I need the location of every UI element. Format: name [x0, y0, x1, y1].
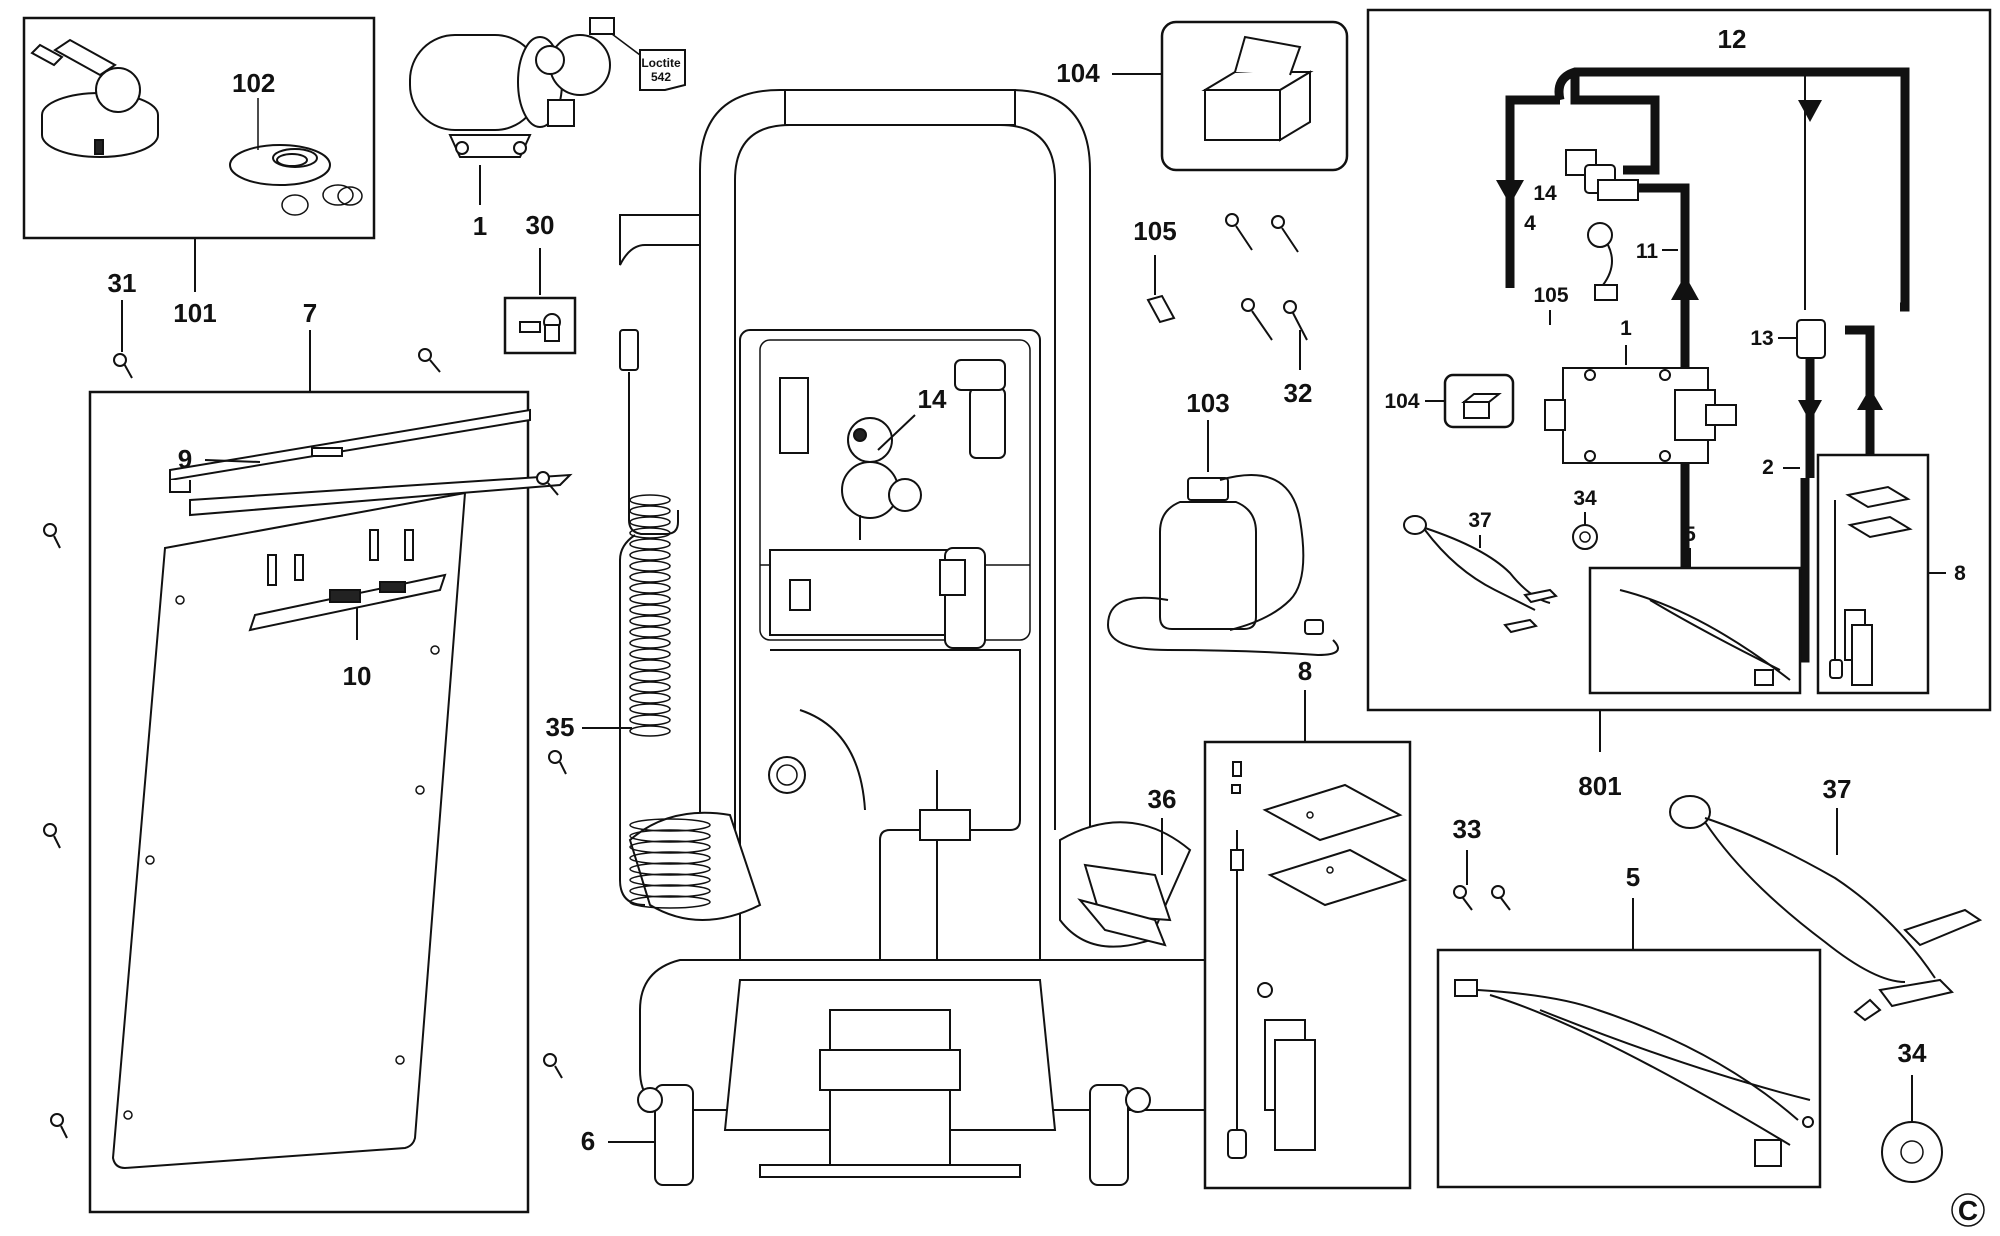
- seal-kit-part: [229, 144, 363, 216]
- label-10: 10: [343, 661, 372, 691]
- label-34-schematic: 34: [1573, 487, 1597, 510]
- flow-arrow-up-8: [1857, 388, 1883, 410]
- hose-coil: [629, 560, 671, 572]
- lock-part-30: [503, 296, 577, 355]
- hose-coil: [629, 538, 671, 550]
- hose-coil: [629, 505, 671, 517]
- panel-7-box: [88, 390, 573, 1214]
- label-2: 2: [1762, 456, 1774, 479]
- loctite-tag: Loctite 542: [611, 33, 686, 91]
- hose-coil-lower: [629, 851, 711, 865]
- hose-coil-lower: [629, 818, 711, 832]
- loctite-label: Loctite: [641, 56, 681, 70]
- label-33: 33: [1453, 814, 1482, 844]
- hose-coil: [629, 670, 671, 682]
- flow-arrow-down-2: [1798, 400, 1822, 422]
- hose-coil-lower: [629, 840, 711, 854]
- label-37-main: 37: [1823, 774, 1852, 804]
- hose-coil-lower: [629, 829, 711, 843]
- hose-coil-lower: [629, 873, 711, 887]
- hose-coil: [629, 714, 671, 726]
- label-102: 102: [232, 68, 275, 98]
- label-103: 103: [1186, 388, 1229, 418]
- flow-arrow-up-11: [1671, 275, 1699, 300]
- copyright-mark: C: [1951, 1193, 1985, 1227]
- pin-105: [1146, 294, 1176, 324]
- label-35: 35: [546, 712, 575, 742]
- hose-coil: [629, 681, 671, 693]
- label-34-main: 34: [1898, 1038, 1927, 1068]
- label-801: 801: [1578, 771, 1621, 801]
- harness-5-box: [1436, 948, 1822, 1189]
- label-8-main: 8: [1298, 656, 1312, 686]
- label-32: 32: [1284, 378, 1313, 408]
- hose-coil: [629, 615, 671, 627]
- washer-34: [1881, 1121, 1943, 1183]
- hose-coil-lower: [629, 884, 711, 898]
- label-1: 1: [473, 211, 487, 241]
- label-4: 4: [1524, 212, 1536, 235]
- label-7: 7: [303, 298, 317, 328]
- label-31: 31: [108, 268, 137, 298]
- label-101: 101: [173, 298, 216, 328]
- label-5-schematic: 5: [1684, 523, 1696, 546]
- panel-screws: [43, 348, 567, 1139]
- copyright-letter: C: [1958, 1195, 1978, 1226]
- hose-coil: [629, 659, 671, 671]
- hose-coil: [629, 725, 671, 737]
- hose-coil-lower: [629, 862, 711, 876]
- label-8-schematic: 8: [1954, 562, 1966, 585]
- label-36: 36: [1148, 784, 1177, 814]
- label-104-schematic: 104: [1384, 390, 1419, 413]
- hose-coil: [629, 494, 671, 506]
- label-11: 11: [1636, 240, 1659, 263]
- label-37-schematic: 37: [1468, 509, 1491, 532]
- label-6: 6: [581, 1126, 595, 1156]
- hose-coil: [629, 604, 671, 616]
- hose-coil: [629, 549, 671, 561]
- label-14-main: 14: [918, 384, 947, 414]
- screws-33: [1453, 885, 1511, 911]
- hose-coil: [629, 626, 671, 638]
- pump-assembly-1: [409, 17, 615, 158]
- label-5-main: 5: [1626, 862, 1640, 892]
- loctite-number: 542: [651, 70, 671, 84]
- hose-coil: [629, 703, 671, 715]
- coupling-part: [30, 38, 159, 158]
- screw-31: [113, 353, 133, 379]
- label-105-main: 105: [1133, 216, 1176, 246]
- label-9: 9: [178, 444, 192, 474]
- label-1-schematic: 1: [1620, 317, 1632, 340]
- bolts-32: [1225, 213, 1308, 341]
- label-30: 30: [526, 210, 555, 240]
- label-13: 13: [1750, 327, 1773, 350]
- label-104-top: 104: [1056, 58, 1100, 88]
- hose-coil: [629, 593, 671, 605]
- hose-coil: [629, 527, 671, 539]
- carton-104: [1160, 20, 1349, 172]
- flow-arrow-down-12: [1798, 100, 1822, 122]
- kit-101-box: 102: [22, 16, 376, 240]
- sensor-kit-8-box: [1203, 740, 1412, 1190]
- hose-coil: [629, 582, 671, 594]
- hose-coil: [629, 648, 671, 660]
- label-12: 12: [1718, 24, 1747, 54]
- hose-coil: [629, 571, 671, 583]
- clamp-cable-37: [1669, 795, 1983, 1022]
- hose-coil: [629, 692, 671, 704]
- hose-coil: [629, 516, 671, 528]
- hose-coil-lower: [629, 895, 711, 909]
- hose-coil: [629, 637, 671, 649]
- label-14-schematic: 14: [1533, 182, 1557, 205]
- trolley-body: [619, 89, 1251, 1186]
- flow-arrow-down-4: [1496, 180, 1524, 205]
- holder-36: [1077, 863, 1172, 947]
- bottle-103: [1106, 474, 1339, 657]
- coiled-hose-35: [619, 329, 711, 909]
- label-105-schematic: 105: [1533, 284, 1568, 307]
- assembly-801-box: [1366, 8, 1992, 712]
